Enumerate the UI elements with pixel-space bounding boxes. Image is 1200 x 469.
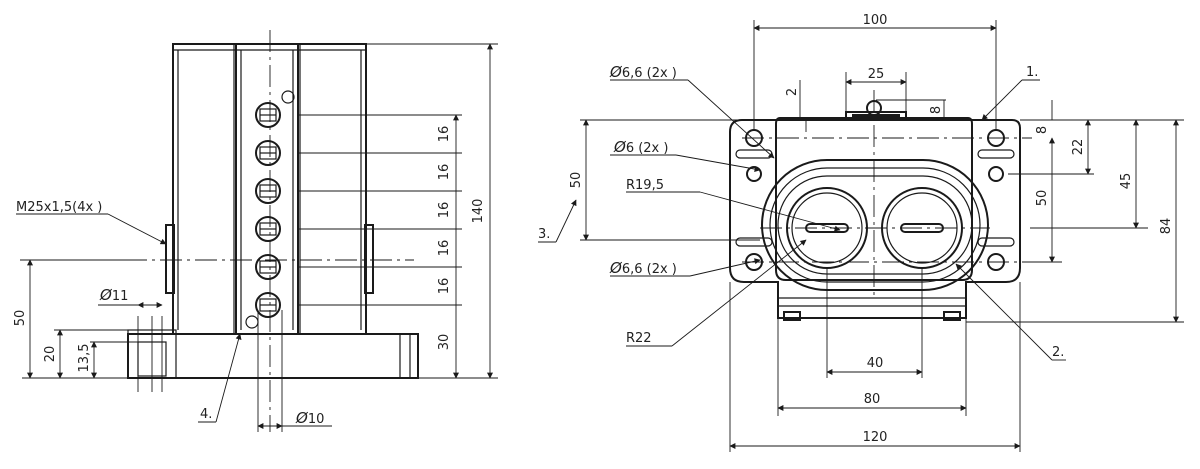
hole-66-top-value: 6,6 (2x )	[622, 66, 677, 81]
diameter-symbol: Ø	[613, 138, 627, 156]
diameter-symbol: Ø	[99, 286, 113, 304]
dia-10-value: 10	[308, 412, 325, 427]
contact	[255, 102, 281, 128]
dim-84-label: 84	[1159, 218, 1174, 235]
thread-label: M25x1,5(4x )	[16, 200, 102, 215]
contact	[255, 216, 281, 242]
diameter-symbol: Ø	[609, 63, 623, 81]
radius-19-5-label: R19,5	[626, 178, 664, 193]
contact	[255, 254, 281, 280]
front-base	[127, 333, 419, 379]
contact	[255, 140, 281, 166]
flange-plate	[729, 119, 1021, 319]
dia-11-label: Ø11	[99, 286, 128, 304]
contact-stack	[255, 102, 281, 318]
callout-2: 2.	[1052, 345, 1064, 360]
dim-2-label: 2	[785, 88, 800, 96]
diameter-symbol: Ø	[295, 409, 309, 427]
dim-8-top-label: 8	[929, 106, 944, 114]
front-housing	[172, 43, 367, 335]
dim-140-label: 140	[471, 199, 486, 224]
pitch-label: 16	[437, 164, 452, 181]
oval-gasket-outer	[761, 159, 989, 291]
hole-66-bottom-label: Ø6,6 (2x )	[609, 259, 677, 277]
dim-50-left-label: 50	[569, 172, 584, 189]
pitch-label: 16	[437, 278, 452, 295]
dim-100-label: 100	[863, 13, 888, 28]
inner-housing	[775, 117, 973, 281]
mount-hole	[988, 166, 1004, 182]
hole-6-value: 6 (2x )	[626, 141, 669, 156]
dim-50-right-label: 50	[1035, 190, 1050, 207]
dia-10-label: Ø10	[295, 409, 324, 427]
pitch-label: 16	[437, 202, 452, 219]
dim-120-label: 120	[863, 430, 888, 445]
contact	[255, 178, 281, 204]
contact	[255, 292, 281, 318]
dim-30-label: 30	[437, 334, 452, 351]
mount-hole	[746, 166, 762, 182]
front-view	[16, 30, 498, 432]
callout-3: 3.	[538, 227, 550, 242]
dim-20-label: 20	[43, 346, 58, 363]
dim-25-label: 25	[868, 67, 885, 82]
dia-11-value: 11	[112, 289, 129, 304]
pitch-label: 16	[437, 240, 452, 257]
hole-66-bottom-value: 6,6 (2x )	[622, 262, 677, 277]
hole-66-top-label: Ø6,6 (2x )	[609, 63, 677, 81]
top-view	[538, 20, 1184, 452]
dim-80-label: 80	[864, 392, 881, 407]
pitch-label: 16	[437, 126, 452, 143]
callout-4: 4.	[200, 407, 212, 422]
dim-13-5-label: 13,5	[77, 344, 92, 373]
radius-22-label: R22	[626, 331, 652, 346]
callout-1: 1.	[1026, 65, 1038, 80]
dim-50-label: 50	[13, 310, 28, 327]
dim-22-label: 22	[1071, 139, 1086, 156]
diameter-symbol: Ø	[609, 259, 623, 277]
dim-45-label: 45	[1119, 173, 1134, 190]
hole-6-label: Ø6 (2x )	[613, 138, 668, 156]
dim-8-right-label: 8	[1035, 126, 1050, 134]
dim-40-label: 40	[867, 356, 884, 371]
